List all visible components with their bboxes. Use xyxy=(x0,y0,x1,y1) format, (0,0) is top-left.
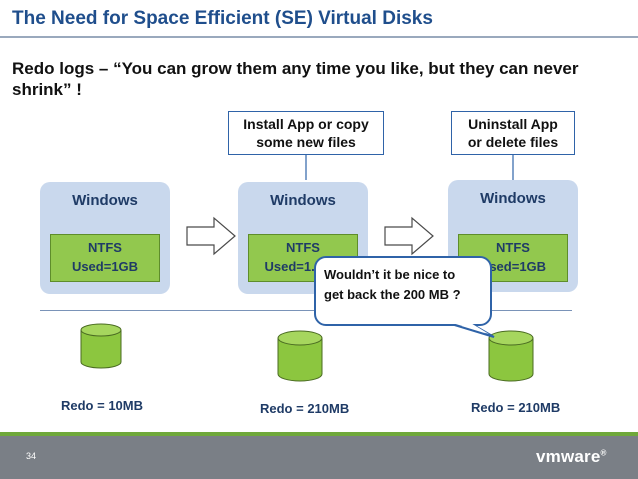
footer-bar xyxy=(0,436,638,479)
page-number: 34 xyxy=(26,451,37,461)
bubble-tail-fill xyxy=(449,322,489,334)
filesystem-label: NTFS xyxy=(496,240,530,255)
slide-subtitle: Redo logs – “You can grow them any time … xyxy=(12,59,579,99)
filesystem-label: NTFS xyxy=(286,240,320,255)
speech-bubble: Wouldn’t it be nice to get back the 200 … xyxy=(314,256,492,326)
slide-title: The Need for Space Efficient (SE) Virtua… xyxy=(12,8,433,29)
install-callout-line2: some new files xyxy=(256,134,356,150)
separator-line xyxy=(40,310,572,311)
disk-icon xyxy=(80,323,122,369)
footer-accent xyxy=(0,432,638,436)
uninstall-callout-line2: or delete files xyxy=(467,134,559,150)
logo-mark: ® xyxy=(600,448,607,458)
windows-label: Windows xyxy=(72,192,138,209)
uninstall-callout: Uninstall App or delete files xyxy=(451,111,575,155)
ntfs-partition: NTFS Used=1GB xyxy=(50,234,160,282)
bubble-line2: get back the 200 MB ? xyxy=(324,287,461,302)
used-space-label: Used=1GB xyxy=(71,259,139,274)
logo-text: vmware xyxy=(536,447,601,466)
windows-label: Windows xyxy=(270,192,336,209)
redo-size-label: Redo = 10MB xyxy=(61,398,143,413)
bubble-line1: Wouldn’t it be nice to xyxy=(324,267,456,282)
windows-label: Windows xyxy=(480,190,546,207)
disk-icon xyxy=(488,330,534,382)
redo-size-label: Redo = 210MB xyxy=(471,400,561,415)
disk-icon xyxy=(277,330,323,382)
install-callout: Install App or copy some new files xyxy=(228,111,384,155)
title-divider xyxy=(0,36,638,38)
filesystem-label: NTFS xyxy=(88,240,122,255)
install-callout-line1: Install App or copy xyxy=(243,116,369,132)
arrow-right-icon xyxy=(384,216,434,256)
vmware-logo: vmware® xyxy=(536,447,607,467)
windows-box-1: Windows NTFS Used=1GB xyxy=(40,182,170,294)
used-space-label: Used=1GB xyxy=(479,259,547,274)
arrow-right-icon xyxy=(186,216,236,256)
uninstall-callout-line1: Uninstall App xyxy=(468,116,558,132)
redo-size-label: Redo = 210MB xyxy=(260,401,350,416)
